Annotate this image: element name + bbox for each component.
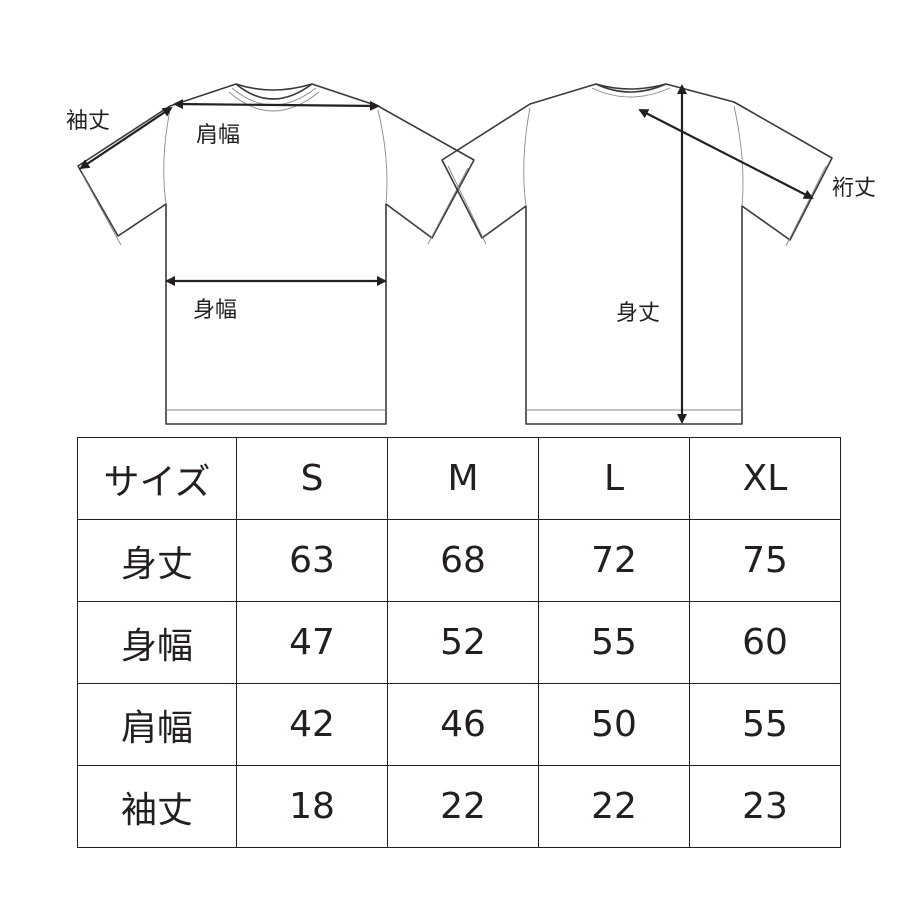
sleeve-length-arrow — [79, 106, 173, 170]
size-l-header: L — [538, 437, 690, 520]
size-m-header: M — [387, 437, 539, 520]
table-row: 肩幅 42 46 50 55 — [77, 683, 841, 766]
size-header-label: サイズ — [77, 437, 237, 520]
table-cell: 18 — [236, 765, 388, 848]
table-row: 身幅 47 52 55 60 — [77, 601, 841, 684]
table-cell: 50 — [538, 683, 690, 766]
label-body-length: 身丈 — [616, 301, 660, 326]
label-body-width: 身幅 — [193, 298, 237, 323]
tshirt-back — [441, 83, 833, 425]
table-cell: 75 — [689, 519, 841, 602]
row-label: 袖丈 — [77, 765, 237, 848]
table-row: 袖丈 18 22 22 23 — [77, 765, 841, 848]
table-cell: 46 — [387, 683, 539, 766]
tshirt-front — [77, 83, 475, 425]
table-row: 身丈 63 68 72 75 — [77, 519, 841, 602]
table-cell: 52 — [387, 601, 539, 684]
table-cell: 68 — [387, 519, 539, 602]
table-cell: 55 — [689, 683, 841, 766]
label-sleeve-back: 裄丈 — [832, 176, 876, 201]
table-cell: 47 — [236, 601, 388, 684]
table-header-row: サイズ S M L XL — [77, 437, 841, 520]
tshirt-measurement-diagram: 袖丈 肩幅 身幅 裄丈 身丈 — [66, 83, 876, 425]
row-label: 身幅 — [77, 601, 237, 684]
row-label: 身丈 — [77, 519, 237, 602]
size-xl-header: XL — [689, 437, 841, 520]
yuki-length-arrow — [638, 109, 814, 199]
table-cell: 55 — [538, 601, 690, 684]
shoulder-arrow — [173, 99, 380, 111]
size-s-header: S — [236, 437, 388, 520]
table-cell: 63 — [236, 519, 388, 602]
row-label: 肩幅 — [77, 683, 237, 766]
table-cell: 22 — [538, 765, 690, 848]
table-cell: 72 — [538, 519, 690, 602]
table-cell: 60 — [689, 601, 841, 684]
size-table: サイズ S M L XL 身丈 63 68 72 75 身幅 47 52 55 … — [77, 437, 841, 848]
table-cell: 42 — [236, 683, 388, 766]
table-cell: 22 — [387, 765, 539, 848]
label-sleeve-front: 袖丈 — [66, 109, 110, 134]
table-cell: 23 — [689, 765, 841, 848]
label-shoulder: 肩幅 — [196, 123, 240, 148]
